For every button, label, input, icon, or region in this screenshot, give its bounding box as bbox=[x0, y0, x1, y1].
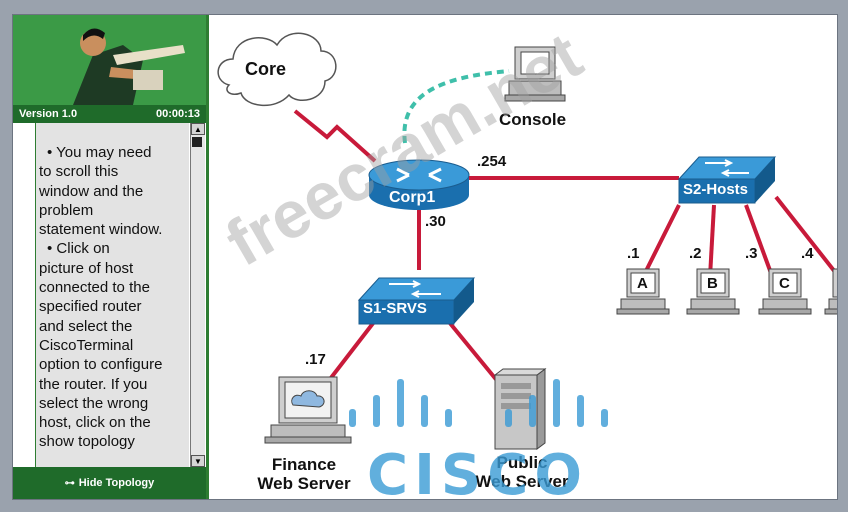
scroll-down-button[interactable]: ▼ bbox=[191, 455, 205, 467]
instruction-line: CiscoTerminal bbox=[39, 336, 134, 354]
host-d-ip: .4 bbox=[801, 245, 814, 262]
instructions-scrollbar[interactable]: ▲ ▼ bbox=[190, 123, 205, 467]
public-server-icon[interactable] bbox=[493, 368, 547, 450]
scroll-up-button[interactable]: ▲ bbox=[191, 123, 205, 135]
topology-diagram: Core Console Corp1 .254 .30 S2-Hosts S1-… bbox=[209, 15, 837, 508]
version-bar: Version 1.0 00:00:13 bbox=[13, 105, 206, 123]
instruction-line: to scroll this bbox=[39, 163, 119, 181]
core-label: Core bbox=[245, 59, 287, 79]
instruction-line: the router. If you bbox=[39, 375, 148, 393]
computer-icon[interactable] bbox=[504, 46, 566, 102]
host-b-ip: .2 bbox=[689, 245, 702, 262]
public-server-label: Public Web Server bbox=[457, 453, 587, 491]
host-c-name: C bbox=[779, 275, 790, 292]
instruction-line: show topology bbox=[39, 433, 135, 451]
host-a-icon[interactable] bbox=[616, 268, 670, 315]
topology-icon: ⊶ bbox=[64, 477, 75, 489]
hide-topology-button[interactable]: ⊶ Hide Topology bbox=[13, 467, 206, 499]
public-line1: Public bbox=[496, 453, 548, 472]
router-label: Corp1 bbox=[389, 189, 436, 206]
switch-servers-label: S1-SRVS bbox=[363, 300, 427, 317]
public-link bbox=[447, 320, 501, 385]
scroll-thumb[interactable] bbox=[192, 137, 202, 147]
host-d-icon[interactable] bbox=[824, 268, 837, 315]
cloud-icon bbox=[217, 32, 337, 107]
console-label: Console bbox=[499, 110, 567, 129]
console-link bbox=[402, 69, 510, 144]
finance-server-icon[interactable] bbox=[264, 376, 352, 444]
instructions-panel: Version 1.0 00:00:13 • You may need to s… bbox=[13, 15, 209, 499]
finance-server-label: Finance Web Server bbox=[239, 455, 369, 493]
instructions-text: • You may need to scroll this window and… bbox=[36, 123, 189, 467]
finance-line1: Finance bbox=[271, 455, 337, 474]
cisco-watermark: CISCO bbox=[367, 443, 588, 508]
instruction-line: • You may need bbox=[47, 144, 152, 161]
instruction-line: specified router bbox=[39, 298, 142, 316]
router-ip-right: .254 bbox=[477, 153, 507, 170]
finance-link bbox=[325, 320, 376, 385]
topology-canvas bbox=[217, 32, 837, 450]
host-c-icon[interactable] bbox=[758, 268, 812, 315]
instruction-line: host, click on the bbox=[39, 414, 151, 432]
finance-line2: Web Server bbox=[257, 474, 351, 493]
instruction-line: option to configure bbox=[39, 356, 163, 374]
instruction-line: window and the bbox=[39, 182, 144, 200]
host-b-icon[interactable] bbox=[686, 268, 740, 315]
banner-image bbox=[13, 15, 206, 105]
finance-ip: .17 bbox=[305, 351, 326, 368]
cisco-logo-icon bbox=[349, 379, 608, 427]
host-a-name: A bbox=[637, 275, 648, 292]
instruction-line: connected to the bbox=[39, 279, 150, 297]
hostD-link bbox=[774, 195, 837, 278]
router-ip-down: .30 bbox=[425, 213, 446, 230]
version-label: Version 1.0 bbox=[19, 108, 78, 120]
instruction-line: picture of host bbox=[39, 259, 134, 277]
text-gutter bbox=[13, 123, 36, 467]
simulator-window: Version 1.0 00:00:13 • You may need to s… bbox=[12, 14, 838, 508]
switch-icon[interactable] bbox=[677, 156, 777, 204]
hide-topology-label: Hide Topology bbox=[78, 477, 155, 489]
host-b-name: B bbox=[707, 275, 718, 292]
switch-hosts-label: S2-Hosts bbox=[683, 181, 749, 198]
person-illustration bbox=[13, 15, 206, 105]
host-c-ip: .3 bbox=[745, 245, 758, 262]
router-icon[interactable] bbox=[368, 159, 470, 210]
timer-label: 00:00:13 bbox=[155, 108, 200, 120]
switch-icon[interactable] bbox=[357, 277, 476, 325]
core-link bbox=[293, 109, 377, 163]
instruction-line: problem bbox=[39, 201, 94, 219]
instruction-line: and select the bbox=[39, 317, 133, 335]
instruction-line: • Click on bbox=[47, 240, 110, 258]
host-a-ip: .1 bbox=[627, 245, 640, 262]
instruction-line: select the wrong bbox=[39, 394, 149, 412]
instructions-area: • You may need to scroll this window and… bbox=[13, 123, 206, 467]
instruction-line: statement window. bbox=[39, 221, 163, 239]
public-line2: Web Server bbox=[475, 472, 569, 491]
